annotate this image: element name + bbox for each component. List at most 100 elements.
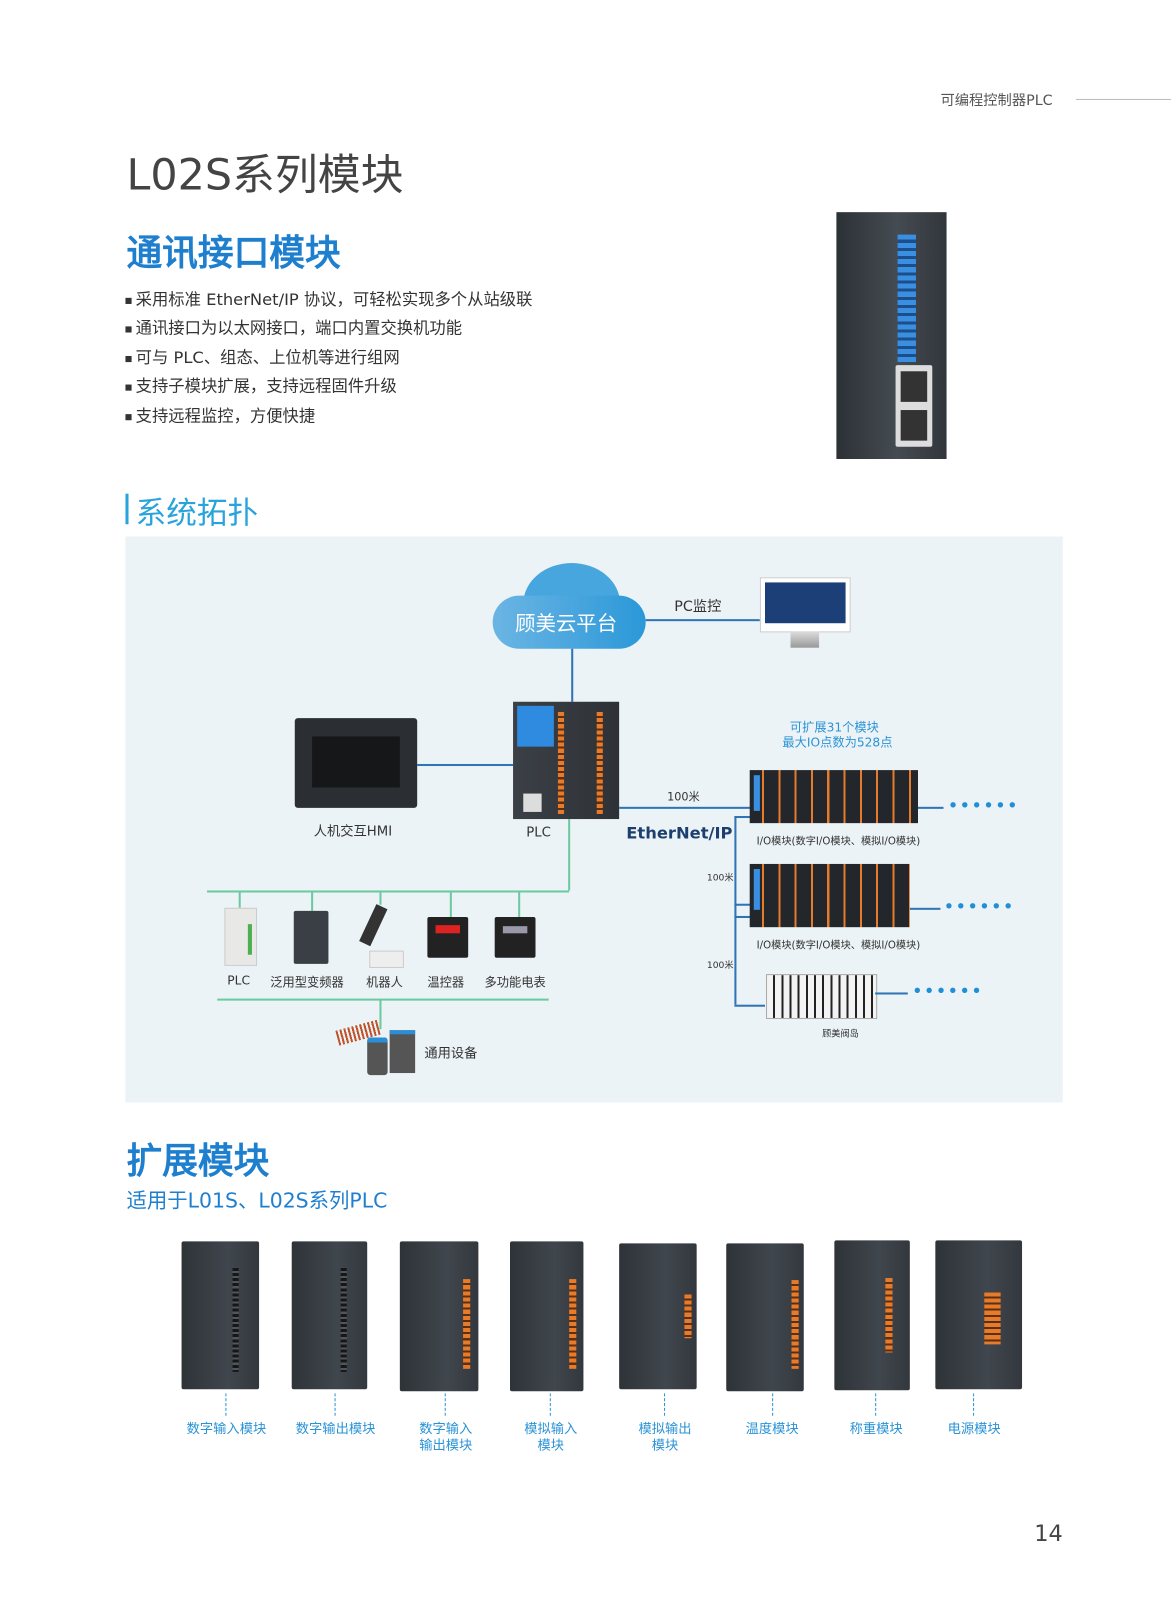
chain-link: [734, 915, 752, 918]
device-label: 泛用型变频器: [270, 975, 344, 990]
hmi-link: [417, 763, 514, 766]
device-label: 多功能电表: [484, 975, 546, 990]
cloud-plc-link: [571, 648, 573, 702]
module-image-power: [935, 1240, 1023, 1390]
module-label: 模拟输入模块: [524, 1422, 577, 1455]
module-image-digital-output: [291, 1241, 368, 1390]
io-rack-label: I/O模块(数字I/O模块、模拟I/O模块): [756, 836, 921, 848]
io-rack-2: [749, 863, 910, 928]
leader-line: [875, 1393, 877, 1416]
cloud-platform: 顾美云平台: [492, 563, 646, 649]
plc-image: [513, 701, 620, 820]
io-rack-label: I/O模块(数字I/O模块、模拟I/O模块): [756, 940, 921, 952]
more-dots: ••••••: [943, 896, 1015, 918]
module-label-line: 模块: [651, 1438, 679, 1454]
feature-bullet: 采用标准 EtherNet/IP 协议，可轻松实现多个从站级联: [125, 286, 533, 310]
distance-label: 100米: [706, 873, 734, 884]
plc-device-image: [224, 907, 258, 966]
leader-line: [664, 1393, 666, 1416]
drop-line: [379, 890, 381, 905]
module-image-digital-input: [181, 1241, 260, 1390]
leader-line: [973, 1393, 975, 1416]
device-label: 温控器: [427, 975, 465, 990]
distance-label: 100米: [667, 790, 700, 804]
more-dots: ••••••: [911, 981, 983, 1003]
leader-line: [772, 1393, 774, 1416]
drop-line: [238, 890, 241, 908]
header-rule: [1076, 98, 1171, 100]
robot-image: [357, 904, 404, 968]
module-label-line: 模拟输出: [638, 1421, 692, 1438]
drop-line: [311, 890, 313, 911]
leader-line: [334, 1393, 336, 1416]
camera-device-image: [389, 1030, 416, 1074]
general-bus-line: [217, 998, 549, 1001]
hmi-label: 人机交互HMI: [313, 824, 393, 840]
ethernet-ip-logo: EtherNet/IP: [626, 823, 733, 843]
module-label: 数字输出模块: [296, 1422, 376, 1438]
power-meter-image: [494, 916, 536, 958]
module-image-analog-output: [619, 1243, 697, 1390]
io-rack-1: [749, 770, 918, 824]
feature-bullet: 通讯接口为以太网接口，端口内置交换机功能: [125, 314, 462, 338]
module-image-weighing: [834, 1240, 910, 1391]
module-label-line: 数字输入: [419, 1421, 473, 1438]
field-bus-line: [568, 819, 570, 891]
temperature-controller-image: [427, 916, 469, 958]
rack-extend-line: [909, 907, 941, 910]
feature-bullet: 支持远程监控，方便快捷: [125, 402, 316, 426]
expand-note: 可扩展31个模块: [789, 720, 879, 735]
module-label: 数字输入模块: [187, 1422, 267, 1438]
module-label-line: 数字输入模块: [186, 1421, 267, 1438]
module-label: 称重模块: [850, 1422, 903, 1438]
ethernet-link: [619, 806, 752, 809]
field-bus-line: [207, 890, 570, 892]
pc-link: [645, 619, 760, 621]
module-label-line: 称重模块: [849, 1421, 903, 1438]
page-number: 14: [1034, 1521, 1063, 1548]
distance-label: 100米: [706, 960, 734, 972]
valve-island-label: 顾美阀岛: [822, 1029, 859, 1040]
module-label: 温度模块: [746, 1422, 799, 1438]
hmi-image: [294, 718, 418, 808]
device-label: 机器人: [366, 975, 403, 990]
pc-monitor-icon: [759, 577, 851, 633]
pc-label: PC监控: [674, 598, 722, 616]
leader-line: [225, 1393, 227, 1416]
expand-note: 最大IO点数为528点: [782, 735, 893, 750]
cloud-label: 顾美云平台: [515, 610, 618, 636]
expansion-subtitle: 适用于L01S、L02S系列PLC: [126, 1188, 388, 1213]
inverter-image: [293, 910, 329, 964]
module-label-line: 温度模块: [745, 1421, 799, 1438]
module-label: 数字输入输出模块: [419, 1422, 472, 1455]
rack-extend-line: [918, 806, 944, 809]
feature-bullet: 可与 PLC、组态、上位机等进行组网: [125, 344, 400, 368]
module-label-line: 模块: [537, 1438, 565, 1454]
module-label: 模拟输出模块: [639, 1422, 692, 1455]
chain-link: [734, 1004, 765, 1007]
device-label: PLC: [227, 973, 251, 988]
section-category: 可编程控制器PLC: [940, 92, 1053, 110]
leader-line: [444, 1393, 446, 1416]
heading-bar: [125, 493, 129, 525]
module-label-line: 电源模块: [947, 1421, 1001, 1438]
module-label-line: 数字输出模块: [295, 1421, 376, 1438]
module-image-digital-io: [399, 1241, 479, 1392]
module-label: 电源模块: [948, 1422, 1001, 1438]
module-image-analog-input: [510, 1241, 584, 1392]
module-image-temperature: [726, 1243, 804, 1392]
daisy-chain-line: [734, 816, 736, 1005]
topology-heading: 系统拓扑: [135, 495, 259, 532]
feature-bullet: 支持子模块扩展，支持远程固件升级: [125, 372, 397, 396]
expansion-heading: 扩展模块: [126, 1141, 270, 1183]
monitor-stand: [790, 631, 820, 648]
general-device-label: 通用设备: [424, 1046, 478, 1062]
valve-island-image: [766, 974, 878, 1019]
plc-label: PLC: [526, 825, 551, 841]
module-label-line: 输出模块: [419, 1438, 473, 1454]
barcode-scanner-image: [367, 1037, 388, 1076]
comm-module-product-image: [836, 212, 947, 459]
drop-line: [379, 998, 381, 1030]
drop-line: [518, 890, 520, 917]
